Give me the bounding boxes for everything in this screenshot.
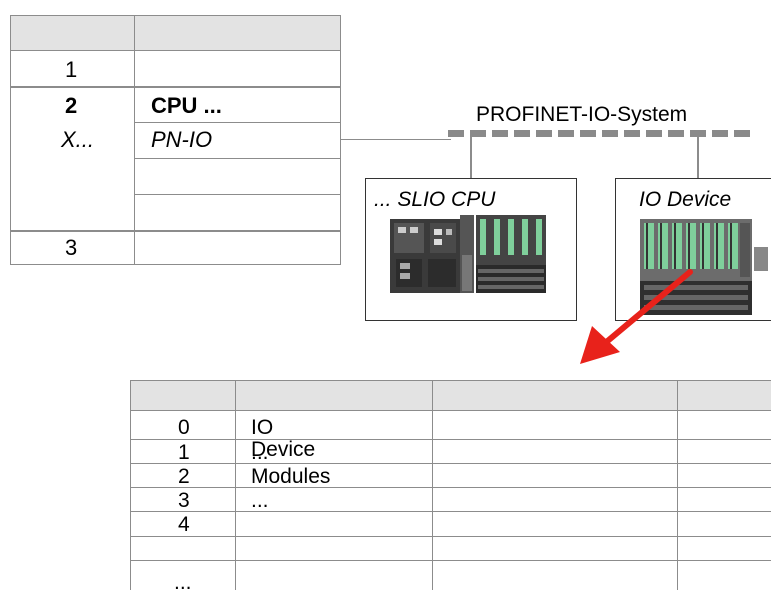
device-table-module[interactable]: ... [251,490,269,512]
red-arrow-icon [570,260,710,370]
rack-table-header [10,15,341,50]
rack-subslot: X... [61,128,94,152]
device-table-slot: 1 [178,442,190,464]
pnio-connection-line [341,139,451,140]
device-table-slot: ... [174,572,192,594]
device-table-slot: 4 [178,514,190,536]
cpu-device-box[interactable]: ... SLIO CPU [365,178,577,321]
device-table-slot: 0 [178,417,190,439]
cpu-device-label: ... SLIO CPU [374,188,495,212]
rack-table: 1 2 CPU ... X... PN-IO 3 [10,15,341,265]
rack-slot-2: 2 [65,94,77,118]
rack-module-cpu[interactable]: CPU ... [151,94,222,118]
device-table-header [130,380,771,410]
device-table-slot: 3 [178,490,190,512]
slio-cpu-image [390,215,550,297]
io-drop-line [697,137,699,179]
rack-slot-3: 3 [65,236,77,260]
device-table-slot: 2 [178,466,190,488]
network-label: PROFINET-IO-System [476,103,687,127]
cpu-drop-line [470,137,472,179]
device-table-module[interactable]: ... [251,442,269,464]
rack-submodule-pnio[interactable]: PN-IO [151,128,212,152]
rack-slot-1: 1 [65,58,77,82]
io-device-label: IO Device [639,188,731,212]
device-table-module[interactable]: Modules [251,466,330,488]
